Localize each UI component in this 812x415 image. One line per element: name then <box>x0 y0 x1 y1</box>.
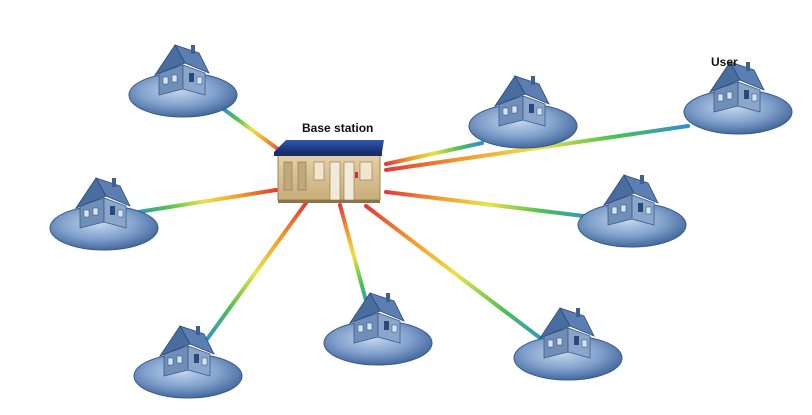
link-line <box>220 106 284 154</box>
house-icon <box>539 307 595 359</box>
houses-layer <box>49 44 793 399</box>
user-house <box>468 75 578 149</box>
links-layer <box>130 106 690 346</box>
user-house <box>577 174 687 248</box>
link-line <box>338 203 370 310</box>
link-line <box>384 124 690 172</box>
user-house <box>323 292 433 366</box>
base-station-icon <box>274 140 384 203</box>
house-icon <box>154 44 210 96</box>
house-icon <box>603 174 659 226</box>
user-label: User <box>711 55 738 69</box>
user-house <box>513 307 623 381</box>
link-line <box>364 204 550 346</box>
user-house <box>133 325 243 399</box>
base-station-label: Base station <box>302 121 373 135</box>
link-line <box>384 141 484 166</box>
house-icon <box>159 325 215 377</box>
house-icon <box>709 61 765 113</box>
link-line <box>384 190 594 219</box>
link-line <box>130 188 278 215</box>
user-house <box>683 61 793 135</box>
user-house <box>49 177 159 251</box>
house-icon <box>494 75 550 127</box>
house-icon <box>349 292 405 344</box>
user-house <box>128 44 238 118</box>
house-icon <box>75 177 131 229</box>
link-line <box>203 201 308 344</box>
